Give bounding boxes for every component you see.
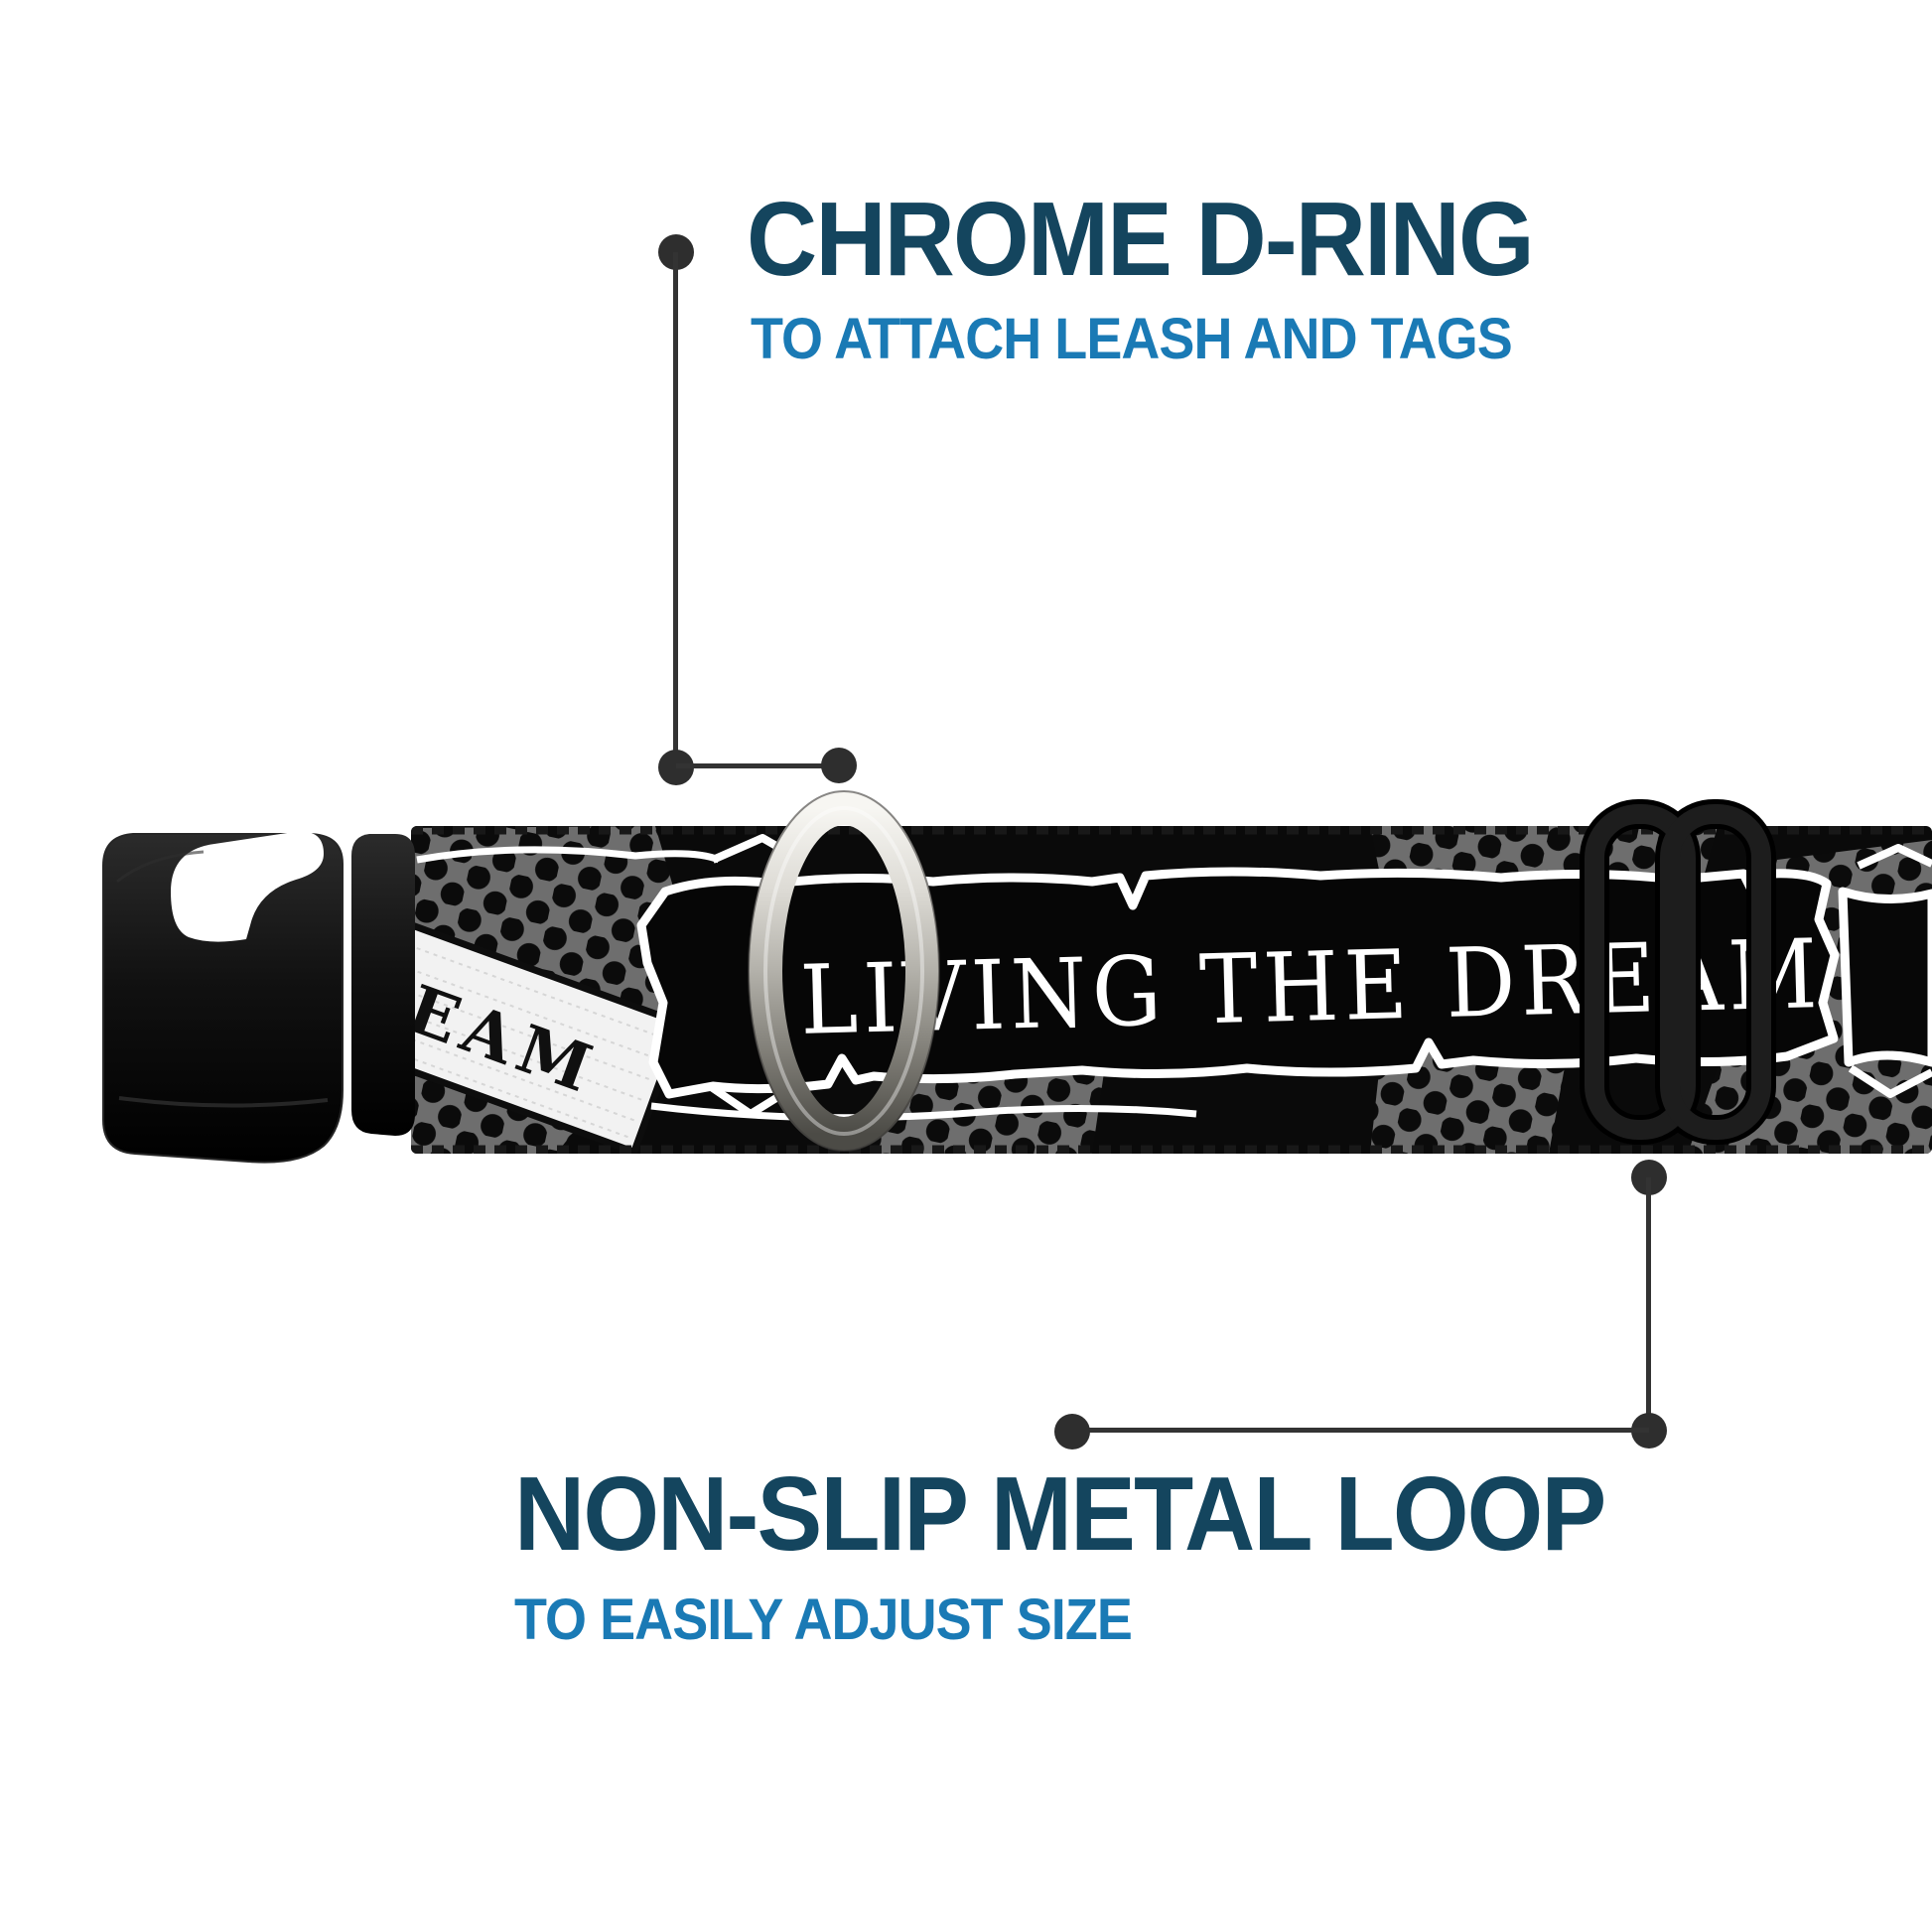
chrome-d-ring-subtitle: TO ATTACH LEASH AND TAGS — [751, 307, 1513, 371]
callout-line — [1072, 1428, 1649, 1433]
banner-scroll-end — [1838, 844, 1932, 1098]
buckle-webbing-bar — [351, 834, 415, 1136]
callout-line — [673, 252, 678, 768]
metal-loop-title: NON-SLIP METAL LOOP — [514, 1455, 1606, 1573]
callout-line — [1646, 1177, 1651, 1432]
callout-dot — [821, 748, 857, 783]
buckle-notch — [171, 831, 324, 942]
side-release-buckle — [102, 831, 415, 1164]
collar-banner-text: LIVING THE DREAM — [799, 918, 1825, 1056]
metal-loop-subtitle: TO EASILY ADJUST SIZE — [514, 1587, 1133, 1652]
tear-line — [650, 1102, 1197, 1122]
chrome-d-ring — [748, 790, 940, 1152]
buckle-body — [102, 833, 344, 1164]
callout-dot — [1054, 1414, 1090, 1449]
callout-line — [676, 763, 840, 768]
adjustment-slider — [1580, 799, 1776, 1145]
dog-collar-photo: EAM LIVING THE DREAM — [102, 790, 1932, 1164]
chrome-d-ring-title: CHROME D-RING — [747, 181, 1535, 298]
banner-ribbon — [636, 867, 1840, 1099]
tear-line — [416, 846, 721, 864]
